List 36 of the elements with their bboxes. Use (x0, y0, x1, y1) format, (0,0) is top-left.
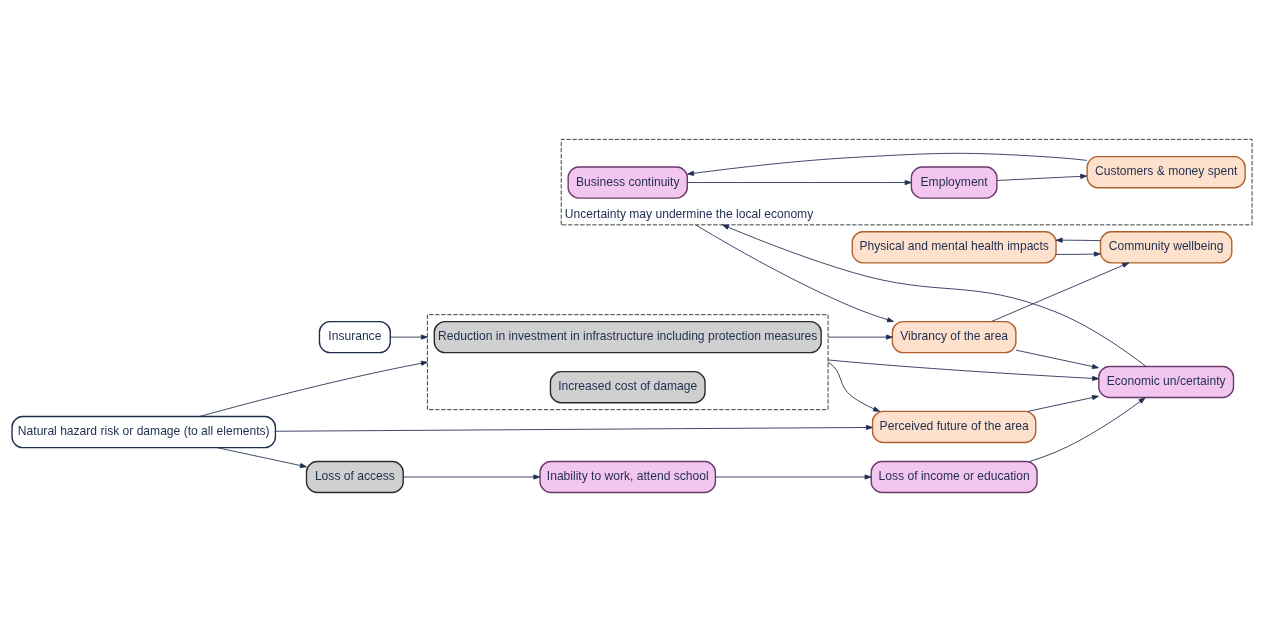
cluster (426, 313, 829, 410)
node-box: Increased cost of damage (549, 370, 706, 403)
arrow (1015, 349, 1099, 369)
arrow (827, 361, 880, 412)
arrow (722, 223, 1147, 367)
arrow (389, 334, 428, 340)
arrow (827, 334, 893, 340)
arrow (1029, 396, 1146, 462)
node-box: Vibrancy of the area (891, 320, 1017, 353)
arrow (402, 473, 541, 480)
arrow (991, 262, 1130, 322)
arrow (715, 473, 872, 480)
node-box: Community wellbeing (1099, 230, 1233, 264)
node-box: Loss of income or education (870, 460, 1038, 493)
arrow (827, 359, 1100, 381)
arrow (199, 360, 428, 417)
node-box: Economic un/certainty (1098, 365, 1235, 398)
arrow (686, 179, 912, 185)
node-box: Loss of access (305, 460, 404, 493)
node-box: Customers & money spent (1086, 155, 1246, 188)
arrow (996, 173, 1088, 181)
arrow (695, 223, 894, 322)
arrow (1027, 394, 1099, 412)
node-box: Natural hazard risk or damage (to all elements) (11, 415, 277, 448)
arrow (216, 446, 307, 468)
arrow (275, 424, 873, 432)
node-box: Business continuity (567, 165, 688, 199)
node-box: Reduction in investment in infrastructure including protection measures (433, 320, 822, 353)
arrow (1055, 251, 1101, 257)
node-box: Physical and mental health impacts (851, 230, 1057, 264)
node-box: Employment (910, 165, 998, 199)
node-box: Insurance (318, 320, 391, 353)
node-box: Perceived future of the area (871, 410, 1037, 443)
arrow (1055, 237, 1101, 243)
node-box: Inability to work, attend school (539, 460, 717, 493)
arrow (687, 152, 1088, 176)
